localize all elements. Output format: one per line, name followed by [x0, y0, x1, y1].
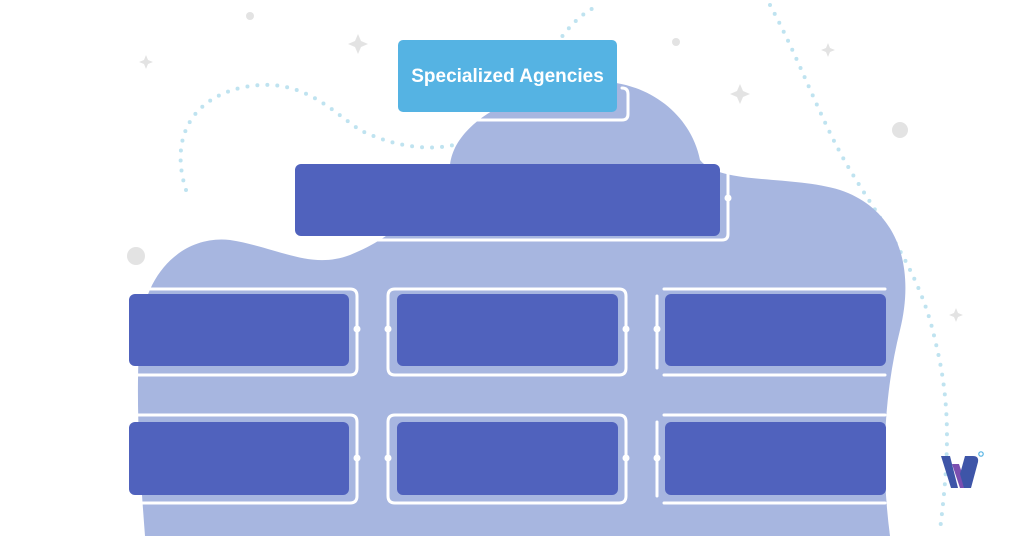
node-specialized-agencies: Specialized Agencies	[398, 40, 617, 112]
node-level3-2	[397, 294, 618, 366]
sparkle-icon	[348, 34, 368, 54]
decor-sparkles	[139, 34, 963, 322]
sparkle-icon	[949, 308, 963, 322]
node-level3-3	[665, 294, 886, 366]
sparkle-icon	[139, 55, 153, 69]
connector-dots	[353, 194, 732, 462]
node-level4-2	[397, 422, 618, 495]
node-level2-1	[295, 164, 720, 236]
w-brand-logo-icon	[941, 451, 984, 488]
sparkle-icon	[730, 84, 750, 104]
node-label: Specialized Agencies	[411, 65, 604, 87]
decor-circle	[672, 38, 680, 46]
decor-circle	[246, 12, 254, 20]
decor-circle	[892, 122, 908, 138]
node-level3-1	[129, 294, 349, 366]
node-level4-3	[665, 422, 886, 495]
node-level4-1	[129, 422, 349, 495]
decor-circle	[127, 247, 145, 265]
sparkle-icon	[821, 43, 835, 57]
dotted-swirl-left	[178, 3, 602, 192]
